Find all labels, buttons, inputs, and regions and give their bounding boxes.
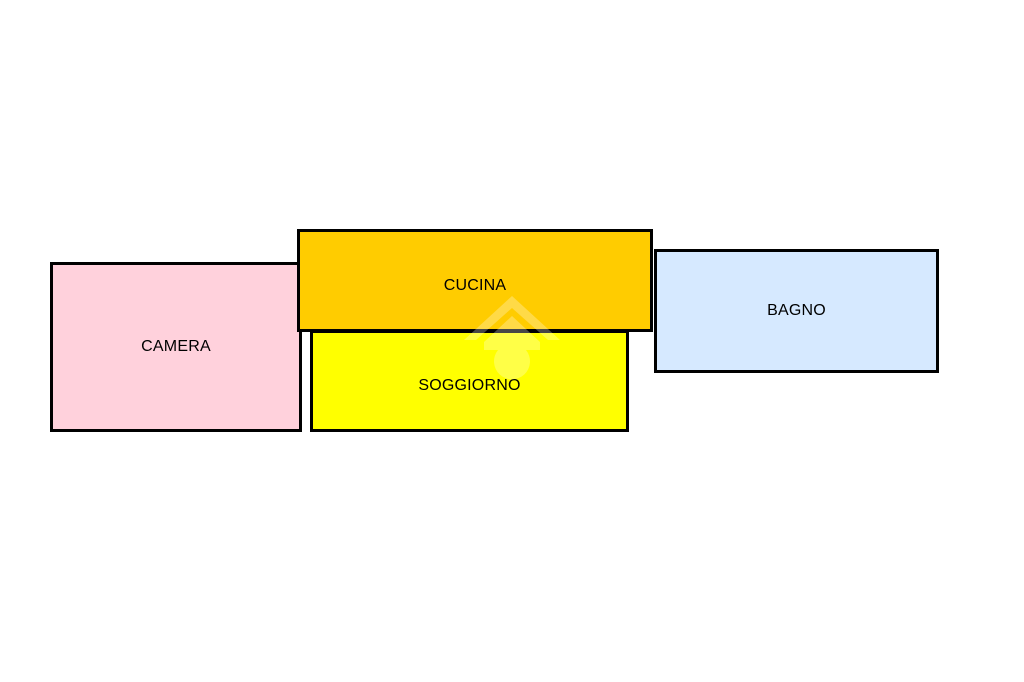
room-bagno: BAGNO [654,249,939,373]
room-soggiorno: SOGGIORNO [310,330,629,432]
room-label-cucina: CUCINA [443,276,507,294]
room-label-bagno: BAGNO [767,302,826,319]
room-label-camera: CAMERA [141,338,211,355]
room-cucina: CUCINA [297,229,653,332]
room-label-soggiorno: SOGGIORNO [418,377,521,394]
room-camera: CAMERA [50,262,302,432]
